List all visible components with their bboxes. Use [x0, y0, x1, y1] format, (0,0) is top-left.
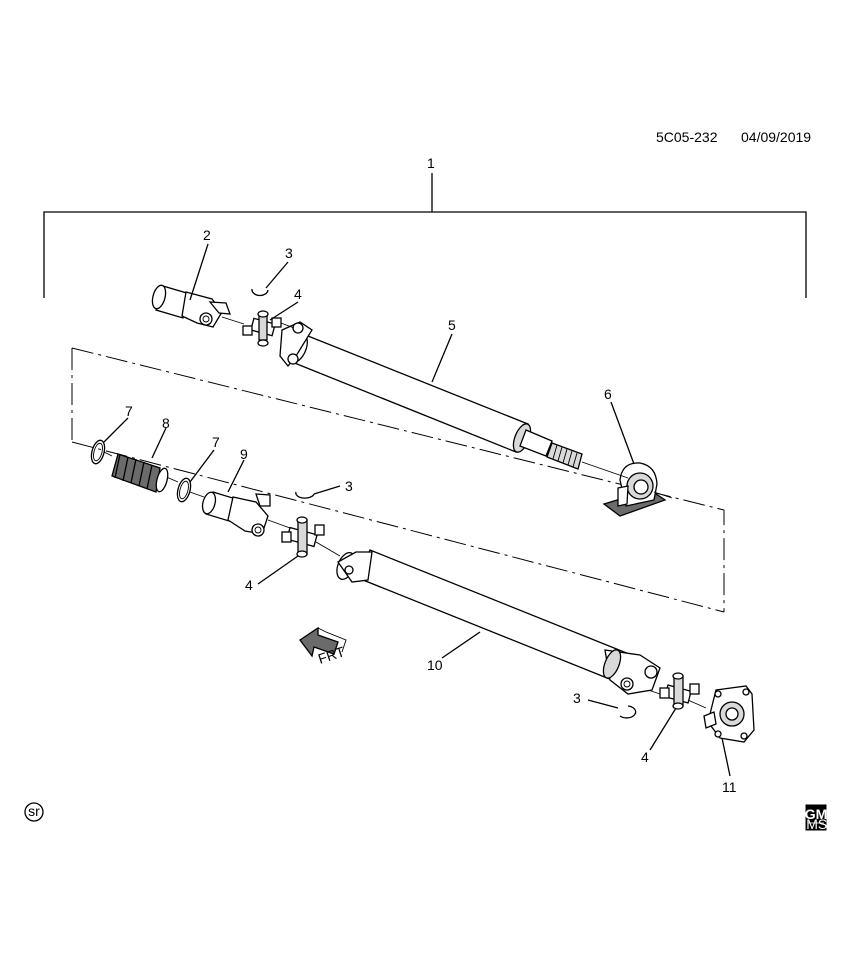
- rear-shaft-tube: [336, 549, 661, 695]
- retaining-clip-lower: [619, 705, 637, 719]
- callout-9: 9: [240, 446, 248, 462]
- callout-7b: 7: [212, 434, 220, 450]
- callout-leaders: [103, 243, 731, 777]
- slip-yoke: [151, 284, 231, 328]
- snap-ring-front: [90, 439, 106, 465]
- dust-boot: [111, 453, 169, 493]
- callout-3b: 3: [345, 478, 353, 494]
- front-direction-arrow: [299, 626, 347, 658]
- universal-joint-upper: [242, 310, 282, 347]
- callout-1: 1: [427, 155, 435, 171]
- universal-joint-middle: [281, 516, 325, 558]
- sr-badge: [24, 802, 44, 822]
- front-shaft-tube: [279, 321, 583, 470]
- callout-10: 10: [427, 657, 443, 673]
- callout-8: 8: [162, 415, 170, 431]
- callout-4a: 4: [294, 286, 302, 302]
- gm-logo: [805, 804, 827, 831]
- callout-7a: 7: [125, 403, 133, 419]
- diagram-id: 5C05-232: [656, 129, 718, 145]
- sr-badge-label: sr: [28, 803, 40, 819]
- slip-yoke-lower: [201, 491, 271, 537]
- retaining-clip-middle: [295, 491, 315, 499]
- gm-logo-text: GM: [805, 806, 828, 822]
- companion-flange-yoke: [703, 685, 755, 743]
- diagram-date: 04/09/2019: [741, 129, 811, 145]
- callout-5: 5: [448, 317, 456, 333]
- callout-11: 11: [722, 779, 737, 795]
- snap-ring-rear: [176, 477, 192, 503]
- phantom-boundary: [71, 347, 725, 613]
- callout-3a: 3: [285, 245, 293, 261]
- callout-2: 2: [203, 227, 211, 243]
- assembly-bracket: [43, 173, 807, 298]
- callout-6: 6: [604, 386, 612, 402]
- callout-4b: 4: [245, 577, 253, 593]
- callout-3c: 3: [573, 690, 581, 706]
- callout-4c: 4: [641, 749, 649, 765]
- retaining-clip-upper: [251, 288, 269, 297]
- universal-joint-lower: [659, 672, 700, 710]
- gm-logo-subtext: GMSA: [795, 816, 837, 832]
- center-support-bearing: [602, 462, 667, 517]
